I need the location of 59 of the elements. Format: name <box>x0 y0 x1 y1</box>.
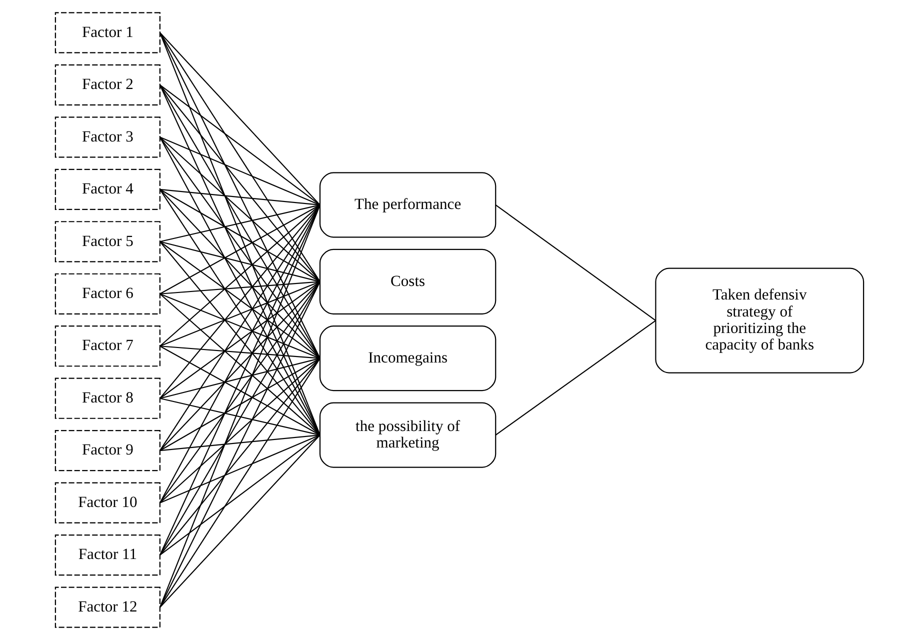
node-box: the possibility of marketing <box>319 402 496 468</box>
node-box: Factor 10 <box>54 482 160 524</box>
connector <box>160 281 320 294</box>
connector <box>160 204 320 242</box>
connector <box>495 204 656 321</box>
connector <box>160 32 320 206</box>
connector <box>160 241 320 359</box>
connector <box>159 281 320 556</box>
connector <box>159 32 320 282</box>
connector <box>160 346 320 436</box>
connector <box>160 281 320 399</box>
connector <box>160 434 320 608</box>
connector <box>495 320 656 436</box>
connector <box>160 84 320 282</box>
connector <box>160 136 320 206</box>
connector <box>160 434 320 452</box>
connector <box>160 358 320 399</box>
connector <box>160 358 320 452</box>
node-box: Incomegains <box>319 326 496 392</box>
connector <box>160 241 320 282</box>
connector <box>160 188 320 206</box>
node-box: Factor 6 <box>54 273 160 314</box>
node-box: Factor 7 <box>54 326 160 367</box>
connector <box>159 32 320 359</box>
connector <box>160 204 320 399</box>
connector <box>160 189 320 359</box>
connector <box>160 293 320 359</box>
node-box: Costs <box>319 248 496 314</box>
node-box: The performance <box>319 172 496 238</box>
connector <box>160 434 320 556</box>
connector <box>160 204 320 347</box>
node-box: Factor 8 <box>54 378 160 419</box>
connector <box>160 241 320 436</box>
connector <box>160 358 320 556</box>
connector <box>160 281 320 451</box>
node-box: Factor 12 <box>54 586 160 628</box>
connector <box>160 136 320 282</box>
node-box: Factor 1 <box>54 12 160 54</box>
connector <box>159 136 320 359</box>
connector <box>160 281 320 347</box>
node-box: Factor 5 <box>54 221 160 262</box>
connector <box>159 281 320 608</box>
node-box: Factor 2 <box>54 64 160 106</box>
connector <box>160 84 320 206</box>
connector <box>160 188 320 282</box>
connector <box>159 358 320 608</box>
connector <box>160 398 320 436</box>
connector <box>159 281 320 504</box>
node-box: Factor 4 <box>54 168 160 210</box>
node-box: Taken defensiv strategy of prioritizing the capacity of banks <box>655 268 864 374</box>
connector <box>160 358 320 504</box>
connector <box>160 293 320 436</box>
connector <box>160 434 320 504</box>
node-box: Factor 9 <box>54 430 160 472</box>
connector <box>160 346 320 359</box>
connector <box>160 204 320 294</box>
node-box: Factor 3 <box>54 116 160 158</box>
node-box: Factor 11 <box>54 534 160 576</box>
connector <box>159 84 320 359</box>
